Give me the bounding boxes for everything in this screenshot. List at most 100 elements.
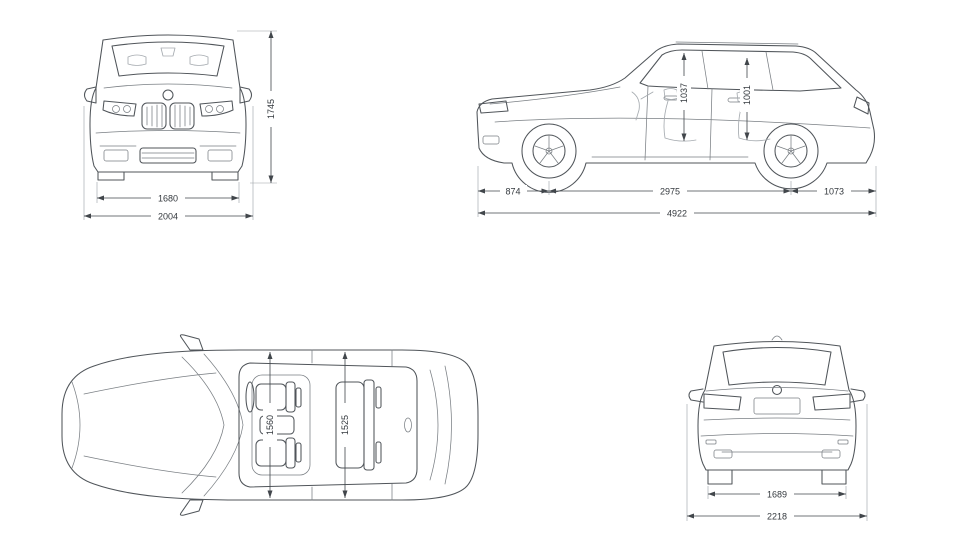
taillight-left <box>703 393 742 411</box>
front-overhang-label: 874 <box>505 187 520 197</box>
front-height-label: 1745 <box>266 99 276 119</box>
front-view-dimensions: 1745 1680 2004 <box>83 30 278 222</box>
rear-wheel-left <box>707 469 733 485</box>
label-mask <box>338 403 352 447</box>
rear-headrest-left <box>375 386 382 409</box>
rear-view <box>688 335 866 485</box>
headlight-right <box>199 100 234 117</box>
label-mask <box>263 403 277 447</box>
label-mask <box>677 76 691 110</box>
headlight-ring <box>112 105 120 113</box>
reflector-left <box>705 439 717 445</box>
wheelbase-label: 2975 <box>660 187 680 197</box>
front-wheel-right <box>211 171 239 181</box>
front-track-label: 1680 <box>158 194 178 204</box>
headlight-ring <box>123 105 131 113</box>
driver-seat-back <box>285 381 296 413</box>
headlight-left <box>102 100 137 117</box>
side-view <box>476 41 876 193</box>
passenger-headrest <box>295 442 302 463</box>
label-mask <box>151 192 185 204</box>
label-mask <box>740 78 754 112</box>
label-mask <box>660 207 694 219</box>
rear-wheel-right <box>821 469 847 485</box>
rear-body-outline <box>697 340 857 471</box>
rear-bench-back <box>363 379 375 471</box>
top-body-outline <box>61 349 479 501</box>
side-glasshouse <box>639 49 842 92</box>
exhaust-left <box>713 449 733 459</box>
interior-width-rear-label: 1525 <box>340 415 350 435</box>
side-mirror-top-right <box>179 499 204 516</box>
front-view <box>83 34 253 181</box>
label-mask <box>760 510 794 522</box>
windshield-arcs <box>181 353 244 497</box>
reflector-right <box>837 439 849 445</box>
front-air-intake <box>139 147 197 164</box>
label-mask <box>151 210 185 222</box>
extension-lines <box>83 30 277 220</box>
rear-window <box>722 347 832 386</box>
passenger-seat-back <box>285 437 296 469</box>
top-view <box>61 334 479 516</box>
side-mirror-rear-left <box>688 388 704 403</box>
side-mirror-left <box>83 86 97 104</box>
brand-roundel-rear-icon <box>771 384 783 396</box>
hood-and-bumper-lines <box>71 372 217 478</box>
taillight-side <box>853 96 870 115</box>
roof-antenna-fin <box>404 417 412 433</box>
roof-panel <box>238 362 418 488</box>
rear-overhang-label: 1073 <box>824 187 844 197</box>
kidney-grille-right <box>169 102 195 130</box>
overall-length-label: 4922 <box>667 209 687 219</box>
grille-slats <box>146 104 191 128</box>
fog-light-side <box>482 135 500 145</box>
fog-intake-right <box>207 149 233 162</box>
front-windshield <box>111 41 225 77</box>
label-mask <box>653 185 687 197</box>
front-wheel-tyre <box>521 123 577 179</box>
roof-fin-antenna <box>771 335 783 341</box>
front-width-label: 2004 <box>158 212 178 222</box>
side-mirror-rear-right <box>850 388 866 403</box>
headlight-side <box>478 100 509 114</box>
steering-wheel <box>245 381 255 413</box>
door-seams <box>311 349 393 501</box>
side-mirror-right <box>239 86 253 104</box>
tailgate-lines <box>700 387 854 453</box>
intake-slats <box>141 152 195 159</box>
headlight-ring <box>205 105 213 113</box>
panoramic-sunroof <box>251 374 311 476</box>
pillars <box>701 50 774 91</box>
width-incl-mirrors-label: 2218 <box>767 512 787 522</box>
label-mask <box>500 185 527 197</box>
kidney-grille-left <box>141 102 167 130</box>
fog-intake-left <box>103 149 129 162</box>
top-view-dimensions: 1560 1525 <box>263 352 352 498</box>
rear-window-arcs <box>429 365 452 485</box>
side-body-lines <box>489 41 871 161</box>
license-plate-recess <box>753 397 801 415</box>
front-wheel-rim <box>532 134 566 168</box>
interior-width-front-label: 1560 <box>265 415 275 435</box>
label-mask <box>264 91 278 127</box>
headroom-front-label: 1037 <box>679 83 689 103</box>
rear-track-label: 1689 <box>767 490 787 500</box>
taillight-right <box>812 393 851 411</box>
front-wheel-spokes <box>534 135 564 164</box>
headroom-rear-label: 1001 <box>742 85 752 105</box>
front-cabin-interior <box>127 47 209 66</box>
label-mask <box>760 488 794 500</box>
rear-wheel-spokes <box>776 135 806 164</box>
rear-wheel-tyre <box>763 123 819 179</box>
side-body-outline <box>476 43 876 193</box>
rear-view-dimensions: 1689 2218 <box>686 404 868 522</box>
front-body-outline <box>89 34 247 173</box>
exhaust-right <box>821 449 841 459</box>
extension-lines <box>686 404 868 521</box>
front-hood-bumper-lines <box>95 83 241 147</box>
driver-headrest <box>295 387 302 408</box>
side-view-dimensions: 1037 1001 874 2975 1073 4922 <box>477 53 877 219</box>
